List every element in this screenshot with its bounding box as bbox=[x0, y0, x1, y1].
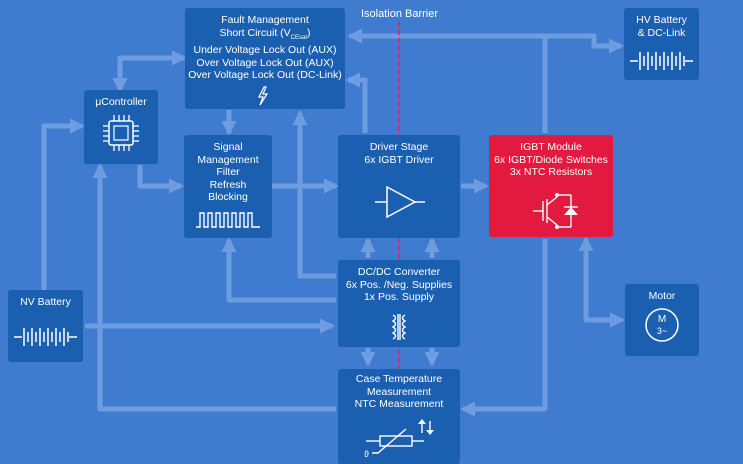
nv-battery-title: NV Battery bbox=[20, 296, 71, 308]
thermistor-icon bbox=[366, 419, 434, 454]
fault-management-block: Fault Management Short Circuit (VCEsat) … bbox=[185, 8, 345, 109]
igbt-line2: 6x IGBT/Diode Switches bbox=[494, 153, 608, 166]
dcdc-line3: 1x Pos. Supply bbox=[363, 291, 435, 304]
pulse-train-icon bbox=[196, 212, 260, 228]
signal-line3: Filter bbox=[216, 166, 240, 179]
motor-symbol-top: M bbox=[657, 314, 667, 325]
igbt-diode-icon bbox=[533, 193, 578, 229]
driver-line1: Driver Stage bbox=[369, 141, 429, 153]
dcdc-converter-block: DC/DC Converter 6x Pos. /Neg. Supplies 1… bbox=[338, 260, 460, 347]
igbt-line3: 3x NTC Resistors bbox=[509, 166, 593, 179]
case-temp-line3: NTC Measurement bbox=[354, 398, 444, 411]
signal-line1: Signal bbox=[213, 141, 243, 153]
fault-sc-text: Short Circuit (V bbox=[219, 26, 291, 39]
signal-management-block: Signal Management Filter Refresh Blockin… bbox=[184, 135, 272, 238]
transformer-icon bbox=[391, 314, 407, 340]
microcontroller-block: μController bbox=[84, 90, 158, 164]
isolation-barrier-label: Isolation Barrier bbox=[361, 8, 439, 20]
signal-line4: Refresh bbox=[209, 178, 247, 191]
hv-battery-line2: & DC-Link bbox=[637, 26, 686, 39]
dcdc-line1: DC/DC Converter bbox=[357, 266, 441, 278]
dcdc-line2: 6x Pos. /Neg. Supplies bbox=[345, 278, 453, 291]
fault-line-uvlo: Under Voltage Lock Out (AUX) bbox=[193, 44, 337, 57]
lightning-icon bbox=[258, 86, 269, 106]
driver-line2: 6x IGBT Driver bbox=[364, 153, 434, 166]
motor-icon bbox=[645, 308, 679, 342]
case-temp-line1: Case Temperature bbox=[355, 373, 443, 385]
fault-line-ovlo-dclink: Over Voltage Lock Out (DC-Link) bbox=[188, 69, 342, 82]
fault-line-ovlo-aux: Over Voltage Lock Out (AUX) bbox=[196, 56, 334, 69]
signal-line2: Management bbox=[197, 153, 259, 166]
theta-symbol: ϑ bbox=[364, 449, 369, 459]
motor-symbol-bottom: 3~ bbox=[656, 326, 668, 336]
driver-stage-block: Driver Stage 6x IGBT Driver bbox=[338, 135, 460, 238]
igbt-module-block: IGBT Module 6x IGBT/Diode Switches 3x NT… bbox=[489, 135, 613, 237]
microcontroller-title: μController bbox=[95, 96, 147, 108]
battery-icon bbox=[14, 328, 77, 346]
fault-sc-subscript: CEsat bbox=[290, 34, 308, 41]
chip-icon bbox=[103, 115, 139, 151]
fault-title: Fault Management bbox=[221, 14, 309, 26]
amplifier-icon bbox=[375, 185, 425, 219]
hv-battery-line1: HV Battery bbox=[636, 14, 687, 26]
motor-block: Motor M 3~ bbox=[625, 284, 699, 356]
case-temperature-block: Case Temperature Measurement NTC Measure… bbox=[338, 369, 460, 464]
hv-battery-block: HV Battery & DC-Link bbox=[624, 8, 699, 80]
fault-line-short-circuit: Short Circuit (VCEsat) bbox=[185, 27, 345, 45]
signal-line5: Blocking bbox=[208, 191, 248, 204]
motor-title: Motor bbox=[648, 290, 676, 302]
battery-icon bbox=[630, 52, 693, 70]
case-temp-line2: Measurement bbox=[366, 385, 432, 398]
nv-battery-block: NV Battery bbox=[8, 290, 83, 362]
igbt-line1: IGBT Module bbox=[520, 141, 582, 153]
fault-sc-close: ) bbox=[307, 26, 311, 39]
